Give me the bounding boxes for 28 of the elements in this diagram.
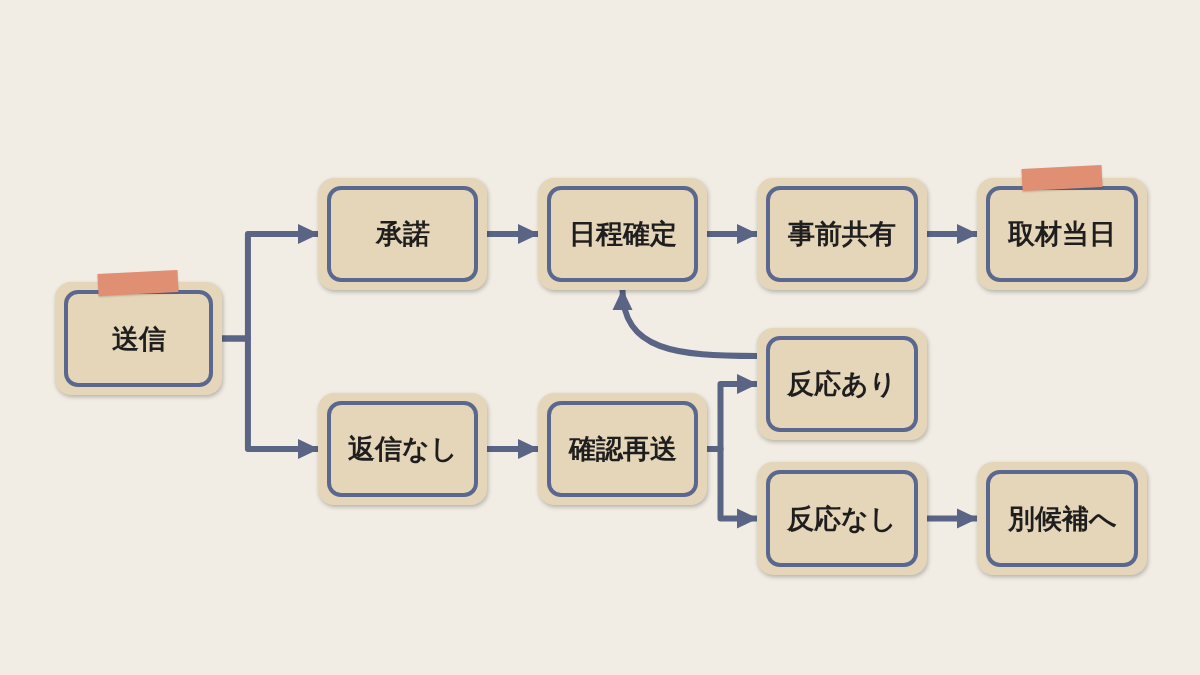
process-box bbox=[977, 178, 1147, 290]
process-box bbox=[538, 178, 707, 290]
box-label: 取材当日 bbox=[1008, 217, 1116, 251]
process-box bbox=[55, 282, 222, 395]
process-box bbox=[757, 328, 927, 440]
process-box bbox=[977, 462, 1147, 575]
process-box bbox=[757, 462, 927, 575]
arrow bbox=[222, 335, 319, 459]
box-label: 反応あり bbox=[787, 367, 897, 401]
process-box bbox=[318, 393, 487, 505]
box-label: 別候補へ bbox=[1007, 501, 1117, 536]
arrow bbox=[707, 224, 758, 244]
box-label: 反応なし bbox=[787, 501, 897, 536]
arrow bbox=[927, 508, 978, 529]
box-label: 確認再送 bbox=[568, 432, 677, 466]
process-box bbox=[538, 393, 707, 505]
process-box bbox=[757, 178, 927, 290]
box-label: 返信なし bbox=[347, 432, 458, 466]
arrow bbox=[614, 289, 758, 359]
box-label: 送信 bbox=[111, 321, 166, 356]
box-label: 日程確定 bbox=[568, 217, 677, 251]
process-box bbox=[318, 178, 487, 290]
arrow bbox=[927, 224, 978, 244]
box-label: 事前共有 bbox=[788, 217, 896, 251]
box-label: 承諾 bbox=[375, 217, 430, 251]
arrow bbox=[487, 224, 539, 244]
arrow bbox=[487, 439, 539, 459]
arrow bbox=[707, 446, 758, 529]
